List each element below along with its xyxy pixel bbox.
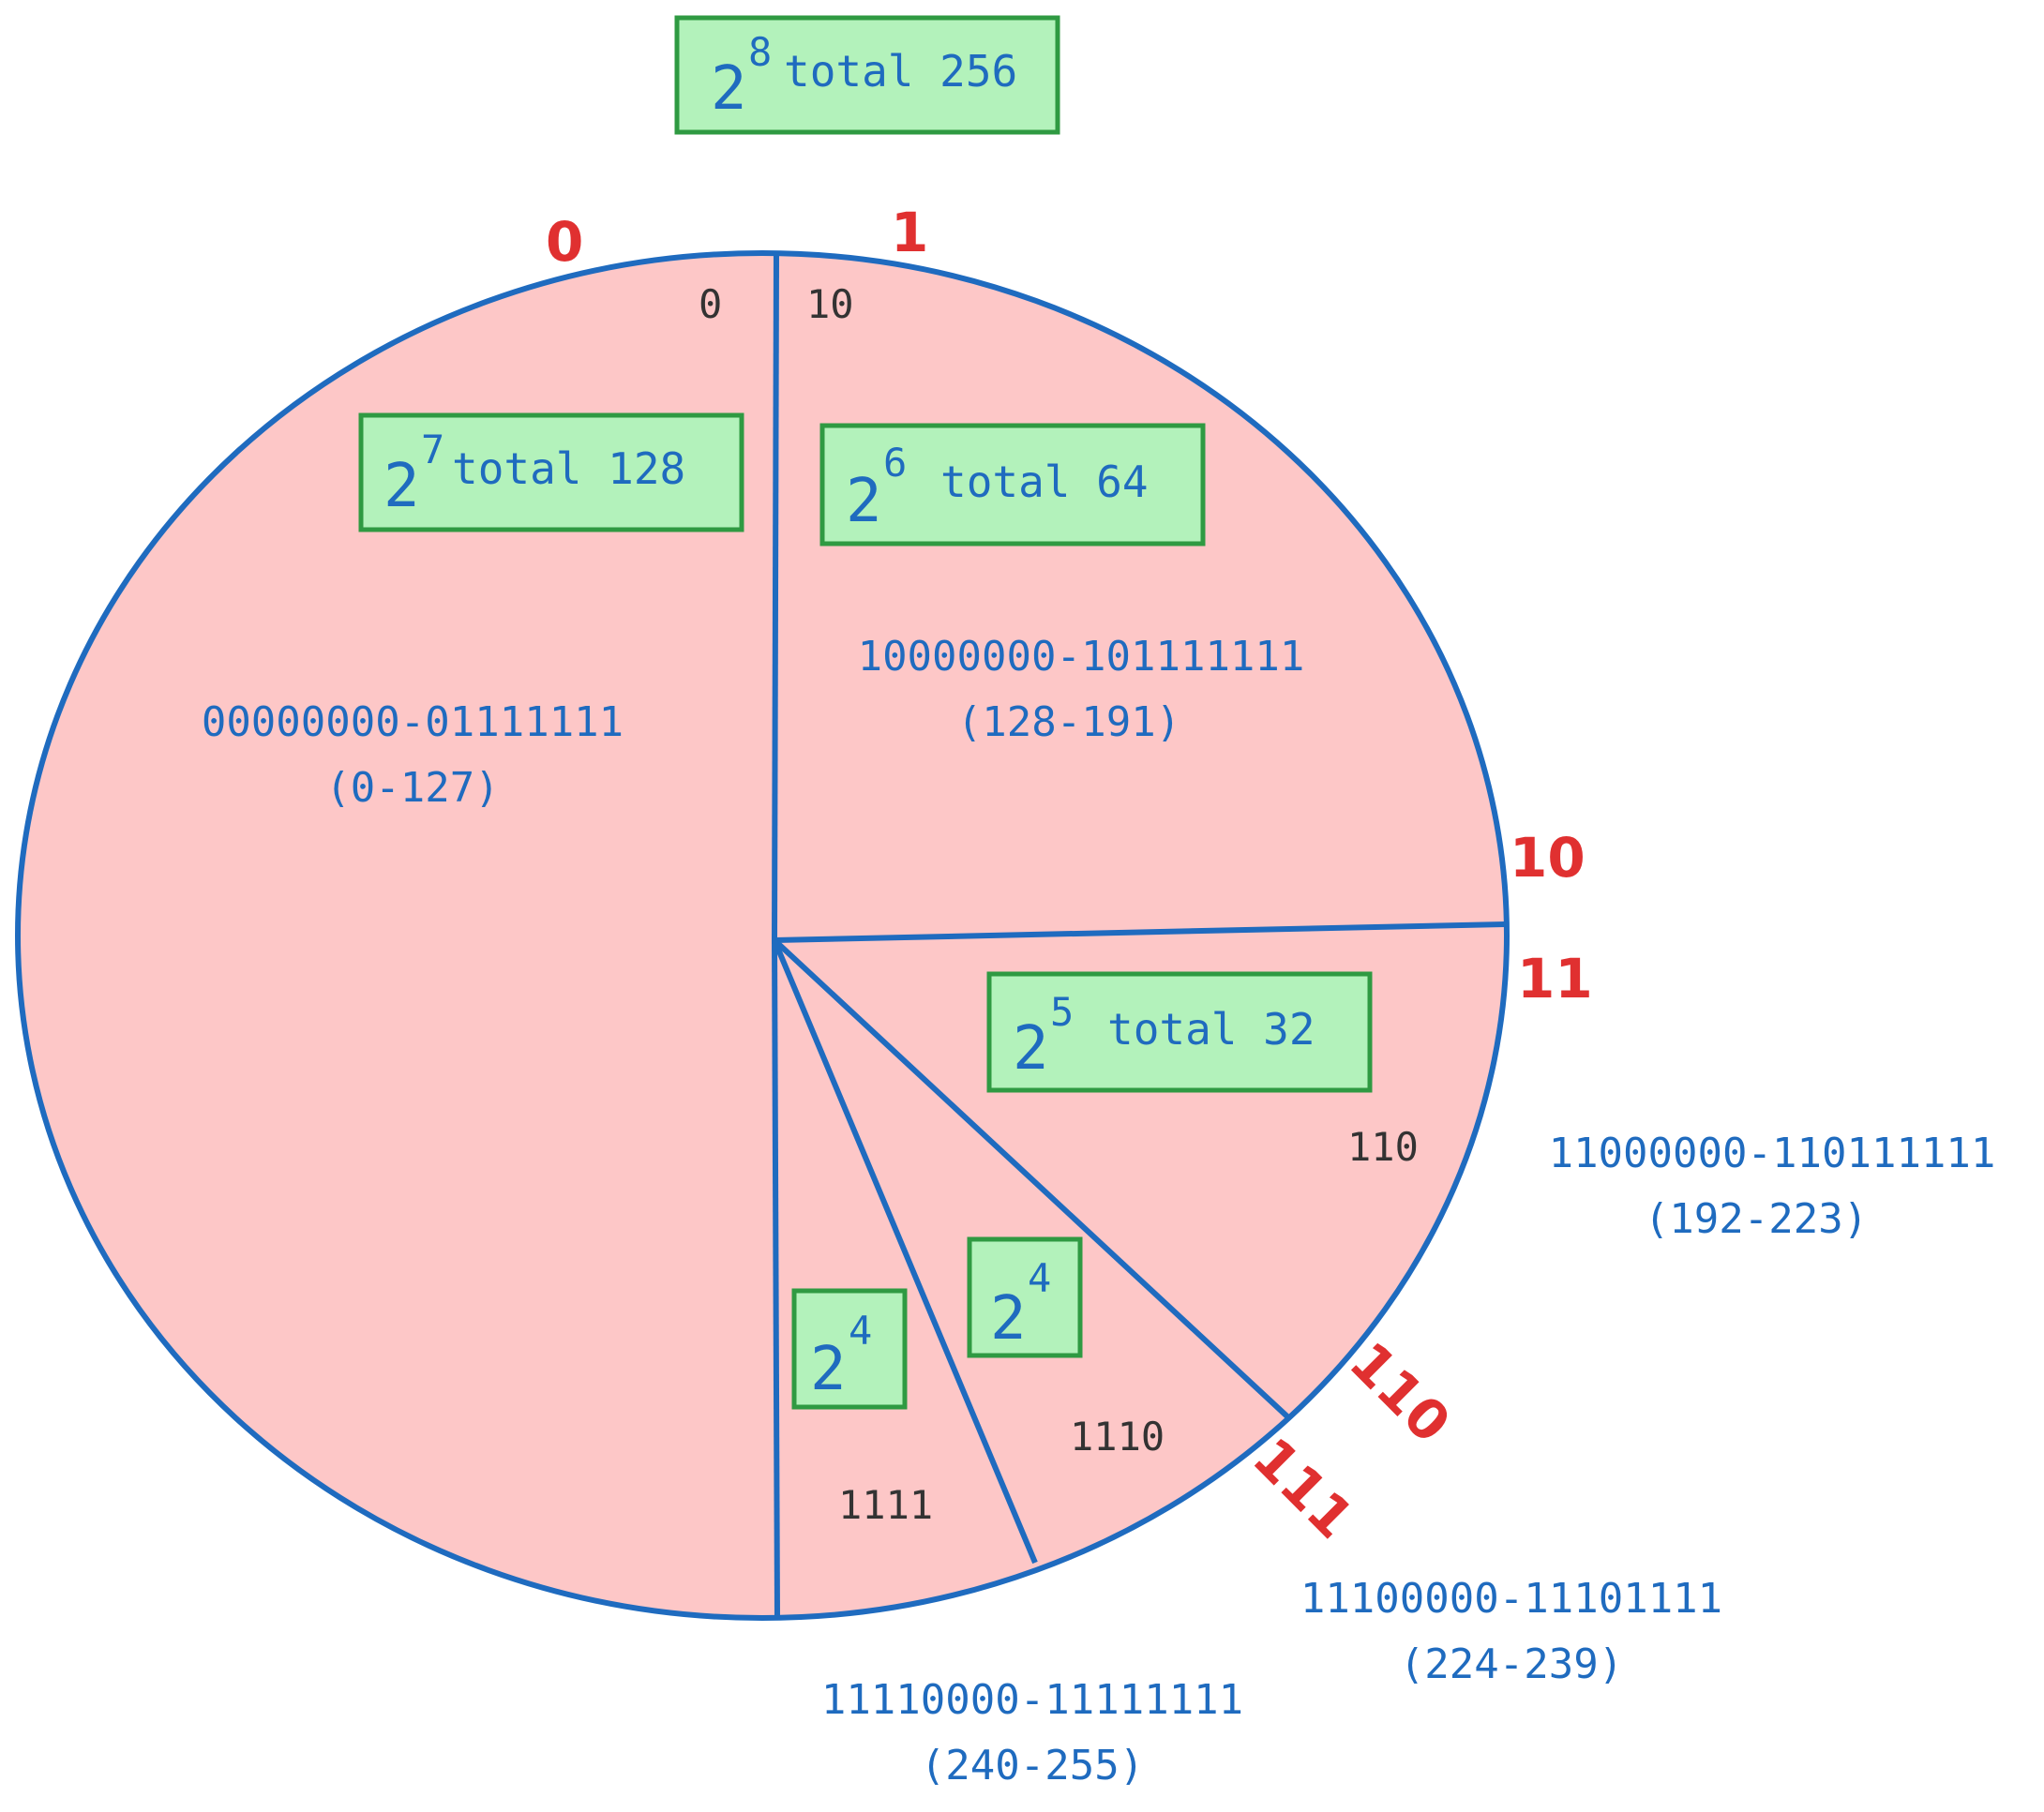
slice-110-box-exp: 5 [1050, 989, 1074, 1035]
total-256-box: 2 8 total 256 [674, 15, 1060, 135]
slice-1111-range-binary: 11110000-11111111 [821, 1676, 1243, 1724]
slice-10-range-decimal: (128-191) [957, 698, 1180, 746]
boundary-prefix-1: 1 [891, 201, 928, 264]
slice-1110-size-box: 2 4 [967, 1236, 1083, 1358]
slice-10-range-binary: 10000000-101111111 [858, 633, 1305, 681]
slice-1110-box-exp: 4 [1028, 1255, 1051, 1301]
slice-0-box-exp: 7 [421, 427, 444, 472]
total-box-exp: 8 [748, 29, 772, 75]
slice-1111-bits: 1111 [838, 1482, 933, 1528]
slice-110-size-box: 2 5 total 32 [986, 971, 1373, 1093]
divider-0-1 [772, 250, 779, 941]
slice-0-bits: 0 [699, 281, 722, 327]
slice-0-range-decimal: (0-127) [325, 764, 499, 812]
slice-1110-range-binary: 11100000-11101111 [1300, 1575, 1722, 1623]
slice-10-box-label: total 64 [940, 457, 1149, 507]
slice-10-size-box: 2 6 total 64 [819, 423, 1206, 547]
slice-1111-box-base: 2 [810, 1335, 847, 1404]
slice-1111-size-box: 2 4 [791, 1288, 908, 1410]
slice-110-range-decimal: (192-223) [1645, 1195, 1868, 1243]
divider-1111-0 [772, 939, 780, 1618]
slice-0-box-base: 2 [383, 452, 420, 521]
slice-0-box-label: total 128 [452, 443, 685, 494]
slice-0-size-box: 2 7 total 128 [358, 412, 744, 532]
slice-110-box-base: 2 [1013, 1014, 1049, 1084]
slice-1110-bits: 1110 [1070, 1414, 1165, 1460]
boundary-prefix-10: 10 [1510, 826, 1586, 890]
slice-1111-range-decimal: (240-255) [921, 1742, 1144, 1790]
slice-10-bits: 10 [806, 281, 854, 327]
slice-110-range-binary: 11000000-110111111 [1549, 1130, 1996, 1177]
total-box-base: 2 [711, 54, 747, 124]
slice-1111-box-exp: 4 [849, 1308, 872, 1354]
divider-1110-1111 [772, 938, 1038, 1565]
divider-10-11 [774, 921, 1506, 943]
divider-110-111 [772, 937, 1292, 1421]
boundary-prefix-11: 11 [1517, 947, 1593, 1011]
slice-10-box-base: 2 [846, 467, 882, 536]
slice-110-box-label: total 32 [1107, 1004, 1315, 1055]
slice-10-box-exp: 6 [883, 440, 907, 486]
total-box-label: total 256 [784, 46, 1017, 97]
slice-1110-range-decimal: (224-239) [1400, 1640, 1623, 1688]
slice-110-bits: 110 [1347, 1124, 1419, 1170]
slice-1110-box-base: 2 [990, 1284, 1027, 1354]
boundary-prefix-0: 0 [546, 210, 583, 274]
slice-0-range-binary: 00000000-01111111 [202, 698, 624, 746]
